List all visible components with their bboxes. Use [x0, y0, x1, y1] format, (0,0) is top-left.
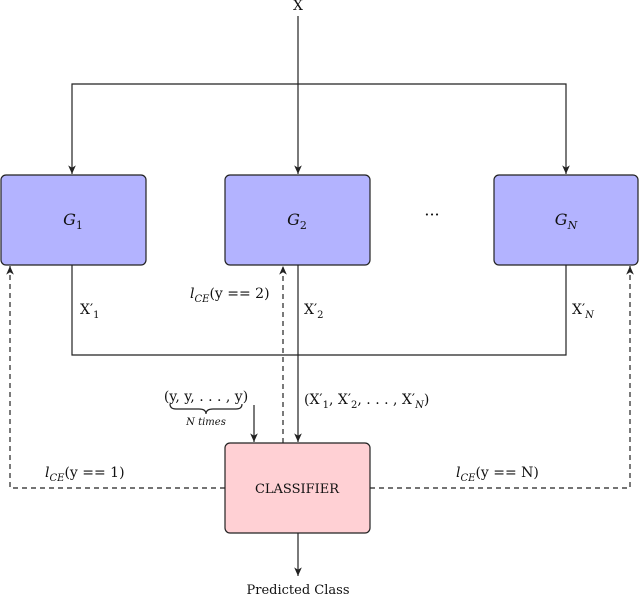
svg-text:X′1: X′1	[80, 302, 100, 321]
output-2-label: X′	[304, 302, 317, 318]
labels-underbrace	[169, 403, 243, 415]
generator-1-subscript: 1	[76, 219, 83, 232]
generator-ellipsis: ···	[424, 205, 439, 224]
output-1-subscript: 1	[93, 310, 99, 321]
svg-text:GN: GN	[555, 210, 578, 232]
outputs-merge-line	[71, 265, 567, 356]
loss-label-2: lCE(y == 2)	[190, 286, 270, 305]
generator-1-box: G1	[0, 174, 147, 266]
loss-label-1: lCE(y == 1)	[45, 465, 125, 484]
concat-samples-label: (X′1, X′2, . . . , X′N)	[304, 392, 429, 411]
input-split-line	[68, 83, 570, 174]
output-1-label: X′	[80, 302, 93, 318]
generator-2-box: G2	[224, 174, 371, 266]
generator-n-subscript: N	[567, 219, 578, 232]
svg-text:G2: G2	[287, 210, 307, 232]
generator-2-label: G	[287, 210, 300, 229]
svg-text:G1: G1	[63, 210, 83, 232]
svg-text:X′2: X′2	[304, 302, 324, 321]
labels-brace-caption: N times	[185, 417, 226, 428]
generator-n-label: G	[555, 210, 568, 229]
loss-label-n: lCE(y == N)	[456, 465, 539, 484]
generator-1-label: G	[63, 210, 76, 229]
loss-feedback-line-1	[6, 266, 225, 489]
input-label: X	[293, 0, 303, 14]
generator-n-box: GN	[493, 174, 639, 266]
output-n-subscript: N	[584, 310, 595, 321]
svg-text:X′N: X′N	[572, 302, 595, 321]
classifier-label: CLASSIFIER	[255, 482, 340, 497]
loss-feedback-line-n	[370, 266, 634, 489]
labels-tuple: (y, y, . . . , y)	[164, 389, 248, 405]
output-2-subscript: 2	[317, 310, 323, 321]
output-n-label: X′	[572, 302, 585, 318]
classifier-box: CLASSIFIER	[224, 442, 371, 534]
predicted-class-label: Predicted Class	[247, 583, 350, 597]
generator-2-subscript: 2	[300, 219, 307, 232]
